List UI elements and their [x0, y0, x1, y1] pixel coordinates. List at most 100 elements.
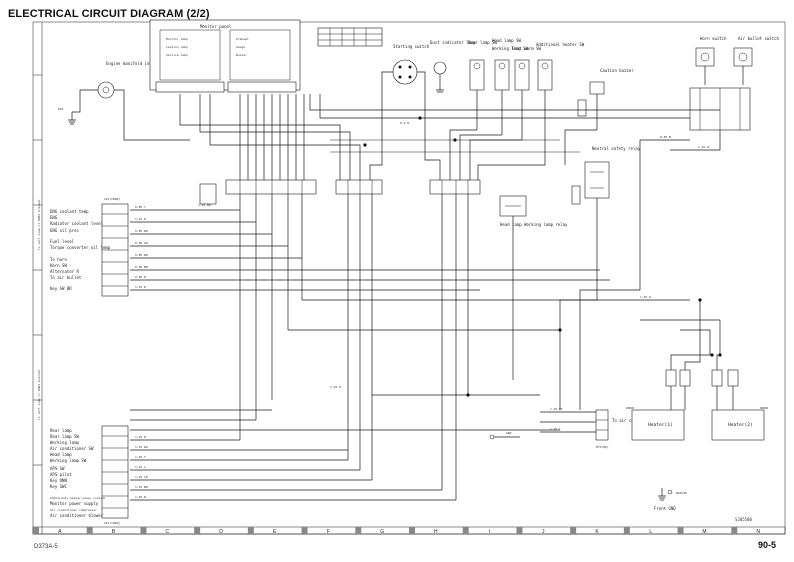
wiring-harness: [130, 94, 721, 501]
svg-text:GND: GND: [506, 431, 512, 435]
ground-icon: [68, 119, 76, 125]
svg-text:Front GND: Front GND: [654, 506, 676, 511]
svg-text:1.25 R: 1.25 R: [135, 435, 146, 439]
front-gnd: ND153D Front GND: [654, 488, 687, 511]
horn-switch: Horn switch: [695, 36, 727, 85]
caution-buzzer: Caution buzzer: [577, 68, 634, 130]
heater-1: Heater(1): [626, 300, 712, 441]
column-marker: [194, 527, 201, 534]
svg-text:Torque converter oil temp: Torque converter oil temp: [50, 245, 111, 250]
svg-text:Air conditioner compressor: Air conditioner compressor: [50, 508, 97, 512]
row-markers: [33, 74, 42, 466]
monitor-panel: Monitor panel Monitor lamp Caution lamp …: [149, 19, 301, 93]
svg-text:0.85 BR: 0.85 BR: [135, 229, 148, 233]
svg-text:Monitor lamp: Monitor lamp: [166, 37, 188, 41]
fuse-block: [199, 183, 217, 205]
svg-text:0.85 GR: 0.85 GR: [135, 241, 148, 245]
column-label: F: [327, 529, 330, 535]
svg-text:Rear lamp: Rear lamp: [50, 428, 72, 433]
column-marker: [677, 527, 684, 534]
junction-dots: [363, 116, 722, 397]
connector-block-right: [429, 179, 481, 195]
svg-text:Head lamp SW: Head lamp SW: [492, 38, 521, 43]
svg-text:1.25 Y: 1.25 Y: [135, 455, 146, 459]
lamp-switch-group: Rear lamp SW Head lamp SW Working lamp S…: [468, 38, 585, 145]
svg-text:0.85 BW: 0.85 BW: [135, 265, 148, 269]
connector-block-left: [225, 179, 317, 195]
svg-text:Key SW BR: Key SW BR: [50, 286, 72, 291]
svg-text:1.25 R: 1.25 R: [640, 295, 651, 299]
svg-text:Additional heater power contro: Additional heater power control: [50, 496, 106, 500]
svg-text:0.85 BR: 0.85 BR: [135, 253, 148, 257]
svg-text:ENG: ENG: [50, 215, 58, 220]
column-label: N: [756, 529, 760, 535]
column-label: G: [380, 529, 384, 535]
svg-text:Caution buzzer: Caution buzzer: [600, 68, 634, 73]
page-title: ELECTRICAL CIRCUIT DIAGRAM (2/2): [8, 8, 210, 20]
footer-page-number: 90-5: [758, 540, 777, 550]
side-label-bottom: To left side of ROPS bracket: [37, 369, 41, 420]
svg-text:Gauge: Gauge: [236, 45, 245, 49]
column-label: L: [649, 529, 652, 535]
dust-indicator-label: Dust indicator lamp: [430, 40, 476, 45]
left-connector-bottom: X21(CN6P): [101, 425, 129, 525]
svg-text:ENG coolant temp: ENG coolant temp: [50, 209, 89, 214]
column-label: K: [595, 529, 599, 535]
svg-text:Caution lamp: Caution lamp: [166, 45, 188, 49]
footer-model: D373A-5: [34, 544, 58, 550]
column-marker: [731, 527, 738, 534]
svg-text:1.25 W: 1.25 W: [698, 145, 709, 149]
column-label: A: [58, 529, 62, 535]
svg-text:To horn: To horn: [50, 257, 67, 262]
horn-relay-block: [639, 87, 751, 290]
column-label: M: [702, 529, 706, 535]
svg-text:1.25 B: 1.25 B: [135, 285, 146, 289]
column-marker: [33, 527, 39, 534]
svg-text:Buzzer: Buzzer: [236, 53, 247, 57]
svg-text:1.25 R: 1.25 R: [330, 385, 341, 389]
svg-text:0.85 R: 0.85 R: [135, 275, 146, 279]
column-marker: [247, 527, 254, 534]
svg-text:Key SWC: Key SWC: [50, 484, 67, 489]
svg-text:To air bullet: To air bullet: [50, 275, 82, 280]
svg-text:1.25 BW: 1.25 BW: [135, 485, 148, 489]
svg-text:Working lamp SW: Working lamp SW: [492, 46, 529, 51]
column-marker: [86, 527, 93, 534]
drawing-reference-code: SJ05500: [735, 517, 752, 522]
svg-text:Horn SW: Horn SW: [50, 263, 67, 268]
svg-text:Monitor power supply: Monitor power supply: [50, 501, 99, 506]
svg-text:Working lamp: Working lamp: [50, 440, 79, 445]
svg-text:Heater(2): Heater(2): [728, 422, 753, 428]
column-label: H: [434, 529, 438, 535]
left-labels-bottom: Rear lamp Rear lamp SW Working lamp Air …: [50, 428, 106, 518]
ac-gnd: GND: [489, 431, 520, 440]
heater-2: Heater(2): [711, 354, 768, 441]
svg-text:Key ONN: Key ONN: [50, 478, 67, 483]
column-marker: [301, 527, 308, 534]
column-label: I: [489, 529, 490, 535]
svg-text:1.25 LW: 1.25 LW: [135, 475, 148, 479]
svg-text:Heater(1): Heater(1): [648, 422, 673, 428]
svg-text:APS pilot: APS pilot: [50, 472, 72, 477]
left-connector-top: X21(CN6P): [101, 197, 129, 297]
svg-text:0.85 Y: 0.85 Y: [135, 205, 146, 209]
svg-text:0.85 B: 0.85 B: [660, 135, 671, 139]
column-marker: [140, 527, 147, 534]
svg-text:Rear lamp SW: Rear lamp SW: [50, 434, 79, 439]
svg-text:ND153D: ND153D: [676, 491, 687, 495]
svg-text:1.25 W: 1.25 W: [135, 495, 146, 499]
column-marker: [409, 527, 415, 534]
svg-text:DS5: DS5: [58, 107, 64, 111]
svg-text:APS SW: APS SW: [50, 466, 65, 471]
svg-text:X21(CN6P): X21(CN6P): [104, 521, 120, 525]
dust-indicator-lamp: Dust indicator lamp: [430, 40, 476, 93]
svg-text:Alternator R: Alternator R: [50, 269, 79, 274]
svg-text:Air conditioner SW: Air conditioner SW: [50, 446, 94, 451]
svg-text:Rear lamp SW: Rear lamp SW: [468, 40, 497, 45]
svg-text:1.25 L: 1.25 L: [550, 427, 561, 431]
column-label: C: [165, 529, 169, 535]
svg-text:Horn switch: Horn switch: [700, 36, 727, 41]
column-label: D: [219, 529, 223, 535]
